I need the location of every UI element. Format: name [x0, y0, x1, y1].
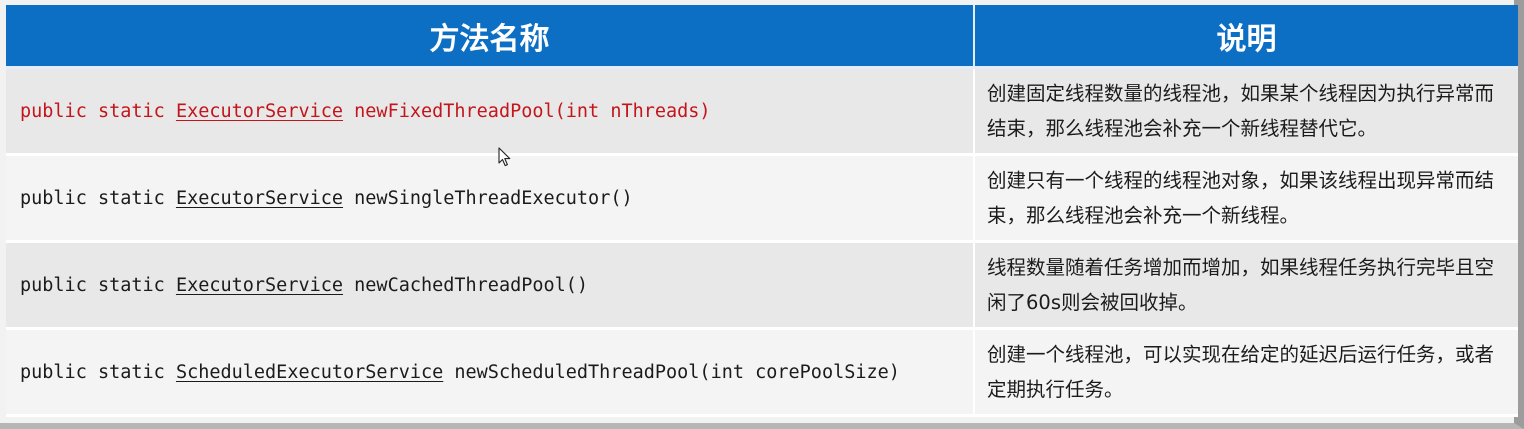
table-row: public static ExecutorService newSingleT… — [6, 156, 1518, 243]
table-row: public static ExecutorService newCachedT… — [6, 243, 1518, 330]
method-signature: public static ExecutorService newSingleT… — [6, 156, 975, 243]
return-type-link[interactable]: ExecutorService — [175, 100, 344, 122]
header-description: 说明 — [975, 5, 1518, 69]
table-header-row: 方法名称 说明 — [6, 5, 1518, 69]
method-call: newFixedThreadPool(int nThreads) — [354, 100, 711, 122]
method-description: 创建一个线程池，可以实现在给定的延迟后运行任务，或者定期执行任务。 — [975, 330, 1518, 417]
return-type-link[interactable]: ExecutorService — [175, 274, 344, 296]
method-signature: public static ExecutorService newCachedT… — [6, 243, 975, 330]
return-type-link[interactable]: ExecutorService — [175, 187, 344, 209]
method-call: newScheduledThreadPool(int corePoolSize) — [454, 361, 900, 383]
method-call: newSingleThreadExecutor() — [354, 187, 633, 209]
method-signature: public static ScheduledExecutorService n… — [6, 330, 975, 417]
modifier-keywords: public static — [20, 100, 165, 122]
header-method-name: 方法名称 — [6, 5, 975, 69]
modifier-keywords: public static — [20, 274, 165, 296]
method-call: newCachedThreadPool() — [354, 274, 589, 296]
method-signature: public static ExecutorService newFixedTh… — [6, 69, 975, 156]
mouse-pointer-icon — [498, 147, 511, 167]
method-description: 线程数量随着任务增加而增加，如果线程任务执行完毕且空闲了60s则会被回收掉。 — [975, 243, 1518, 330]
method-description: 创建只有一个线程的线程池对象，如果该线程出现异常而结束，那么线程池会补充一个新线… — [975, 156, 1518, 243]
executors-methods-table: 方法名称 说明 public static ExecutorService ne… — [6, 5, 1518, 417]
table-row: public static ExecutorService newFixedTh… — [6, 69, 1518, 156]
modifier-keywords: public static — [20, 187, 165, 209]
return-type-link[interactable]: ScheduledExecutorService — [175, 361, 444, 383]
modifier-keywords: public static — [20, 361, 165, 383]
table-row: public static ScheduledExecutorService n… — [6, 330, 1518, 417]
method-description: 创建固定线程数量的线程池，如果某个线程因为执行异常而结束，那么线程池会补充一个新… — [975, 69, 1518, 156]
